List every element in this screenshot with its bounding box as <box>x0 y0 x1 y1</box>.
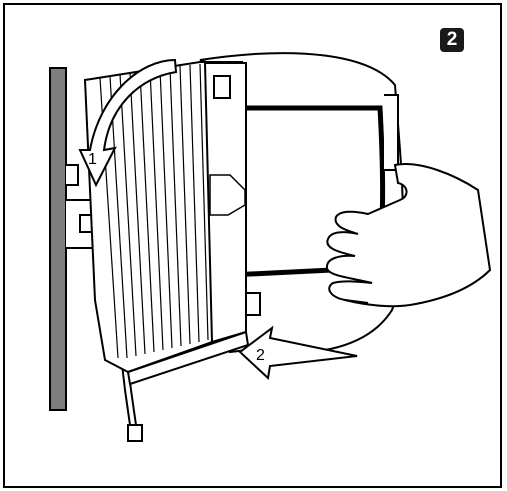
device-tail <box>117 329 143 442</box>
push-arrow: 2 <box>238 325 358 380</box>
step-number-badge: 2 <box>440 28 464 52</box>
callout-push: 2 <box>256 347 265 364</box>
heat-sink-fins <box>99 63 209 359</box>
curved-arrow: 1 <box>78 58 178 188</box>
wall-plate <box>49 67 67 411</box>
hand <box>326 163 492 308</box>
device-housing <box>83 61 261 386</box>
callout-tilt: 1 <box>88 151 97 168</box>
